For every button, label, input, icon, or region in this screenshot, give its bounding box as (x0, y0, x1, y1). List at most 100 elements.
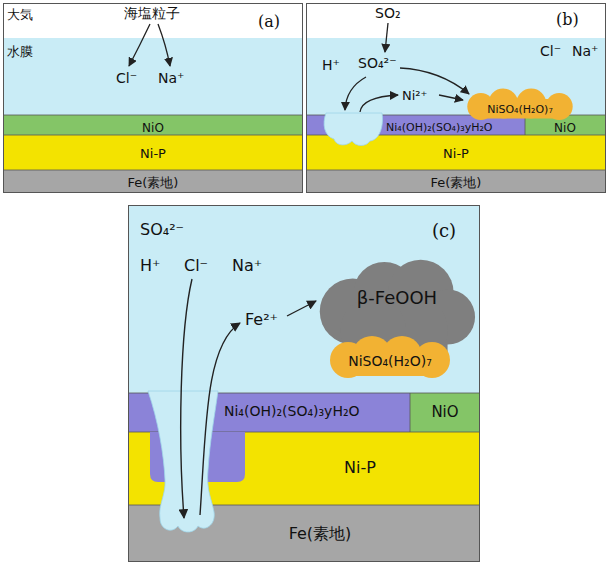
text-holder: Ni²⁺ (402, 86, 427, 104)
particle-label: 海塩粒子 (124, 5, 180, 22)
reaction-arrow (287, 301, 316, 316)
layer-label: Ni-P (140, 146, 166, 162)
panel-label: (b) (556, 10, 579, 29)
layer-label: Fe(素地) (431, 175, 482, 191)
layer-label: NiO (431, 403, 458, 421)
ion-label: Cl⁻ (116, 70, 137, 87)
text-holder: Cl⁻ (540, 42, 561, 60)
text-holder: NiSO₄(H₂O)₇ (348, 352, 432, 370)
layer-label: Ni₄(OH)₂(SO₄)₃yH₂O (386, 121, 493, 134)
text-holder: Ni₄(OH)₂(SO₄)₃yH₂O (224, 402, 360, 420)
region-label: 大気 (7, 7, 33, 23)
text-holder: β-FeOOH (357, 287, 437, 309)
text-holder: 大気 (7, 5, 33, 23)
gas-label: SO₂ (375, 5, 401, 22)
nickel-sulfate-deposit: NiSO₄(H₂O)₇ (330, 338, 450, 378)
air-region: 大気 海塩粒子 (4, 4, 302, 38)
ion-label: Na⁺ (572, 43, 598, 60)
text-holder: (b) (556, 10, 579, 29)
nip-plating: Ni-P (4, 135, 302, 170)
nickel-sulfate-deposit: NiSO₄(H₂O)₇ (464, 90, 576, 120)
nip-band (3, 135, 303, 170)
nip-plating: Ni-P (307, 135, 605, 170)
text-holder: Fe(素地) (289, 524, 352, 543)
steel-band (3, 170, 303, 193)
layer-label: Fe(素地) (289, 524, 352, 543)
layer-label: Fe(素地) (128, 175, 179, 191)
text-holder: Fe²⁺ (245, 310, 278, 329)
text-holder: Fe(素地) (128, 173, 179, 191)
ion-label: SO₄²⁻ (140, 220, 184, 239)
text-holder: Fe(素地) (431, 173, 482, 191)
text-holder: Cl⁻ (184, 256, 208, 275)
text-holder: SO₂ (375, 4, 401, 22)
nio-band (3, 115, 303, 135)
text-holder: NiO (142, 118, 164, 136)
ion-label: Fe²⁺ (245, 310, 278, 329)
text-holder: 水膜 (7, 42, 33, 60)
reaction-arrow (181, 279, 192, 518)
panel-frame: SO₂ H⁺ SO₄²⁻ Ni²⁺ Cl⁻ Na⁺ NiSO₄(H₂O)₇ Ni₄(OH)₂(… (306, 3, 606, 193)
water-film-band (3, 38, 303, 115)
text-holder: H⁺ (140, 256, 160, 275)
panel-label: (c) (432, 220, 456, 242)
text-holder: Ni₄(OH)₂(SO₄)₃yH₂O (386, 117, 493, 135)
text-holder: H⁺ (322, 56, 340, 74)
deposition-arrow (129, 24, 150, 66)
panel-label: (a) (258, 12, 280, 31)
text-holder: Na⁺ (572, 42, 598, 60)
deposition-arrow (158, 24, 170, 66)
basic-sulfate-layer: Ni₄(OH)₂(SO₄)₃yH₂O (129, 393, 410, 432)
text-holder: NiSO₄(H₂O)₇ (487, 99, 553, 117)
ion-label: Cl⁻ (540, 43, 561, 60)
ion-label: Na⁺ (158, 70, 184, 87)
panel-a-layers (3, 24, 303, 193)
layer-label: Ni-P (443, 146, 469, 162)
layer-boundary (3, 115, 303, 170)
panel-b-layers (306, 23, 606, 193)
steel-substrate: Fe(素地) (4, 170, 302, 192)
ion-label: H⁺ (140, 256, 160, 275)
nio-layer: NiO (525, 115, 605, 135)
text-holder: Na⁺ (158, 69, 184, 87)
nio-layer: NiO (410, 393, 479, 432)
panel-frame: SO₄²⁻H⁺Cl⁻Na⁺Fe²⁺β-FeOOHNiSO₄(H₂O)₇Ni₄(O… (128, 205, 480, 562)
water-film: 水膜 Cl⁻ Na⁺ (4, 38, 302, 115)
compound-label: NiSO₄(H₂O)₇ (487, 103, 553, 116)
text-holder: Ni-P (443, 144, 469, 162)
ion-label: SO₄²⁻ (358, 55, 397, 72)
text-holder: (a) (258, 12, 280, 31)
layer-label: Ni₄(OH)₂(SO₄)₃yH₂O (224, 403, 360, 420)
reaction-arrow (360, 95, 398, 112)
reaction-arrow (439, 95, 463, 100)
text-holder: (c) (432, 220, 456, 242)
text-holder: SO₄²⁻ (358, 54, 397, 72)
corrosion-pit (324, 113, 382, 146)
ion-label: Cl⁻ (184, 256, 208, 275)
region-label: 水膜 (7, 44, 33, 60)
text-holder: Cl⁻ (116, 69, 137, 87)
steel-band (306, 170, 606, 193)
text-holder: NiO (554, 118, 576, 136)
steel-substrate: Fe(素地) (129, 505, 479, 561)
text-holder: Ni-P (140, 144, 166, 162)
panel-c-layers (128, 205, 480, 562)
text-holder: NiO (431, 403, 458, 421)
nio-band (410, 393, 480, 432)
compound-label: NiSO₄(H₂O)₇ (348, 353, 432, 370)
ion-label: H⁺ (322, 57, 340, 74)
layer-label: Ni-P (344, 458, 376, 477)
ion-label: Ni²⁺ (402, 88, 427, 104)
basic-sulfate-layer: Ni₄(OH)₂(SO₄)₃yH₂O (307, 115, 525, 135)
nip-plating: Ni-P (129, 432, 479, 505)
text-holder: 海塩粒子 (124, 4, 180, 22)
panel-frame: 大気 海塩粒子水膜 Cl⁻ Na⁺ NiO Ni-P Fe(素地) (a) (3, 3, 303, 193)
text-holder: Ni-P (344, 458, 376, 477)
compound-label: β-FeOOH (357, 287, 437, 309)
steel-substrate: Fe(素地) (307, 170, 605, 192)
nio-layer: NiO (4, 115, 302, 135)
water-film-band (128, 205, 480, 393)
